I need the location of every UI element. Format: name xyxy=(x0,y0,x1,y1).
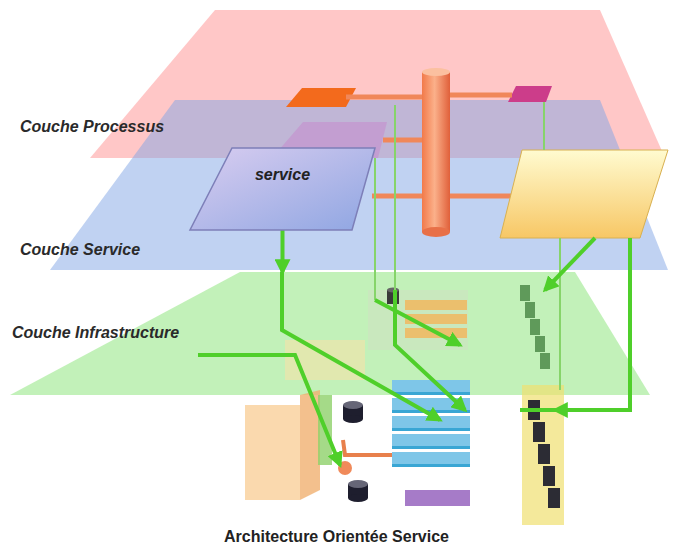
layer-label: Couche Processus xyxy=(20,118,164,136)
infrastructure-layer: Couche Infrastructure xyxy=(0,272,673,397)
caption: Architecture Orientée Service xyxy=(0,528,673,546)
process-layer: Couche Processus xyxy=(0,10,673,160)
flow-arrow xyxy=(281,230,285,272)
service-label: service xyxy=(190,148,375,184)
shape-outline xyxy=(0,10,673,160)
layer-label: Couche Infrastructure xyxy=(12,324,179,342)
layer-label: Couche Service xyxy=(20,241,140,259)
shape-outline xyxy=(190,148,375,230)
service-box: service xyxy=(190,148,375,230)
